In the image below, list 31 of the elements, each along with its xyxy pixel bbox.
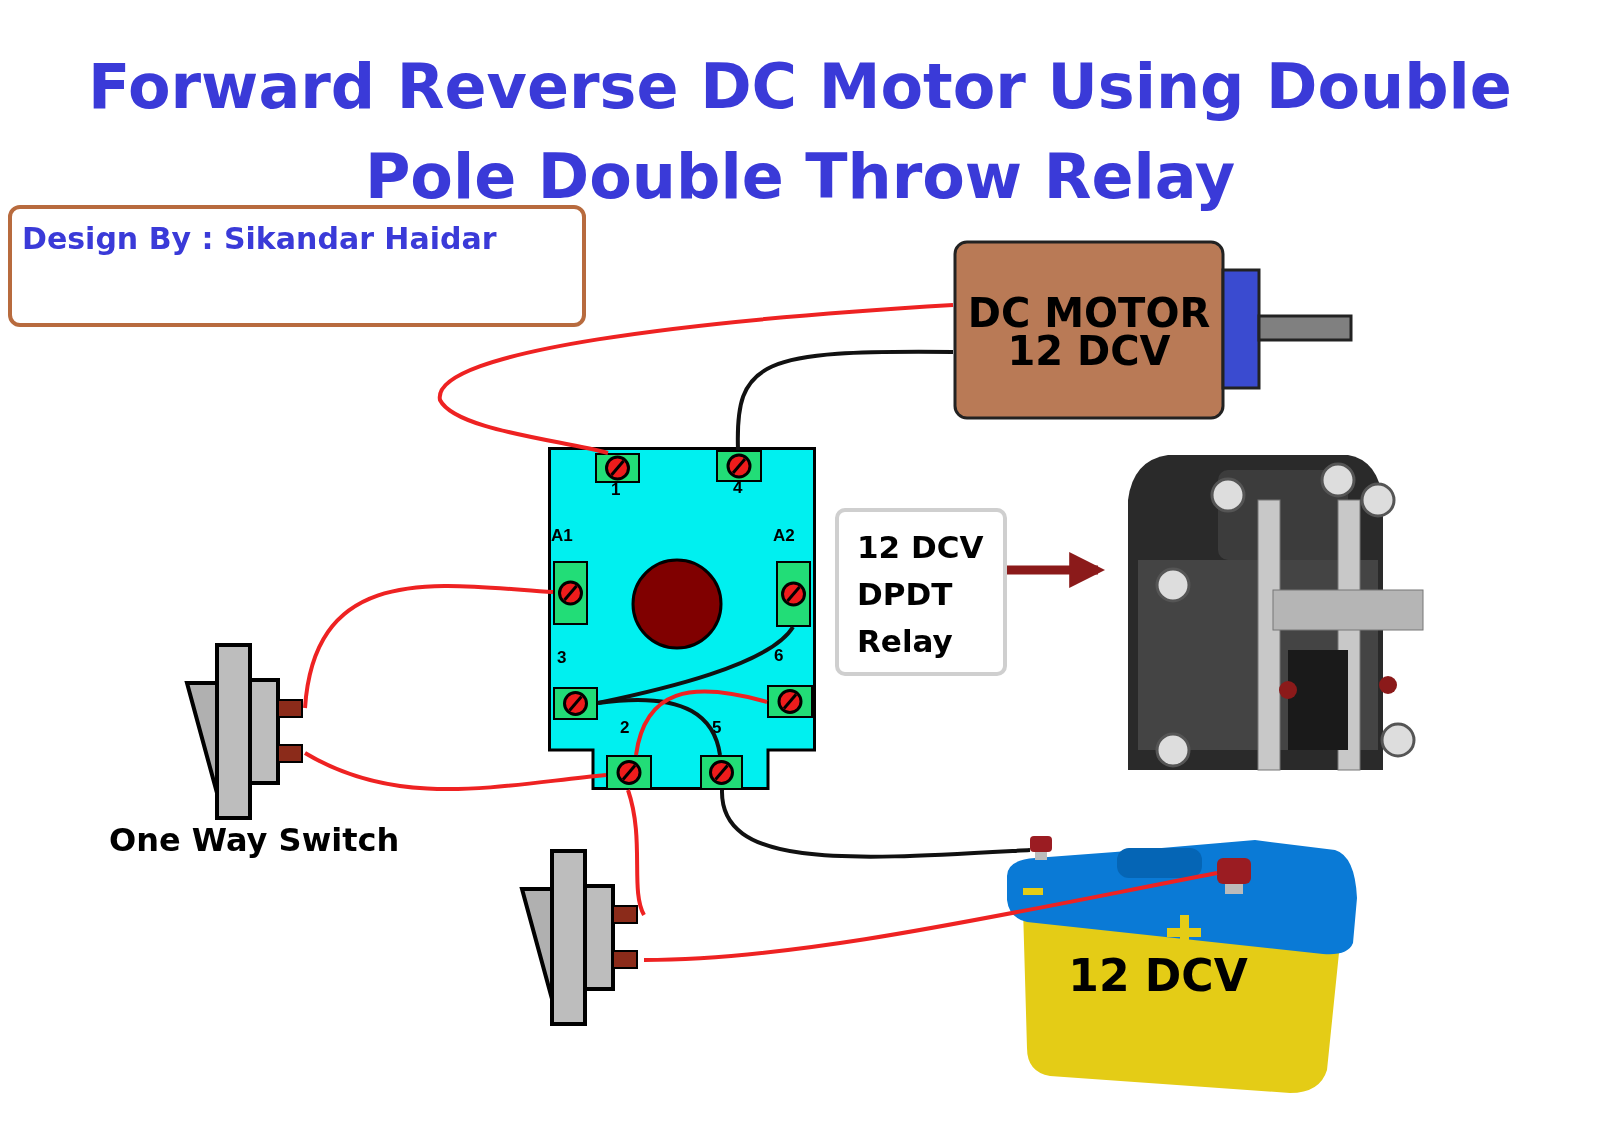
wire — [626, 789, 646, 916]
terminal-label: A2 — [773, 526, 795, 546]
wire — [438, 303, 954, 455]
motor-drawing — [953, 240, 1355, 422]
wire — [597, 697, 722, 756]
voltage-label: 12 DCV — [1067, 950, 1249, 1002]
screw-terminal — [553, 561, 588, 625]
callout-text: 12 DCV DPDT Relay — [857, 528, 985, 661]
terminal-label: 2 — [620, 718, 630, 738]
screw-terminal — [716, 450, 762, 482]
terminal-label: 6 — [774, 646, 784, 666]
credit-text: Design By : Sikandar Haidar — [22, 220, 497, 258]
terminal-label: A1 — [551, 526, 573, 546]
terminal-label: 1 — [611, 480, 621, 500]
screw-terminal — [595, 453, 640, 483]
credit-box — [8, 205, 586, 327]
wire — [634, 689, 768, 756]
screw-terminal — [700, 755, 743, 790]
wire — [304, 751, 607, 792]
screw-terminal — [553, 687, 598, 720]
diagram-title: Forward Reverse DC Motor Using Double Pole Double Throw Relay — [87, 49, 1513, 215]
terminal-label: 5 — [712, 718, 722, 738]
screw-terminal — [767, 685, 813, 718]
terminal-label: 3 — [557, 648, 567, 668]
wire — [735, 349, 953, 450]
arrow — [1007, 552, 1106, 588]
screw-terminal — [606, 755, 652, 790]
screw-terminal — [776, 561, 811, 627]
callout-box — [835, 508, 1007, 676]
wire — [303, 584, 554, 709]
switch-label: One Way Switch — [109, 820, 400, 860]
